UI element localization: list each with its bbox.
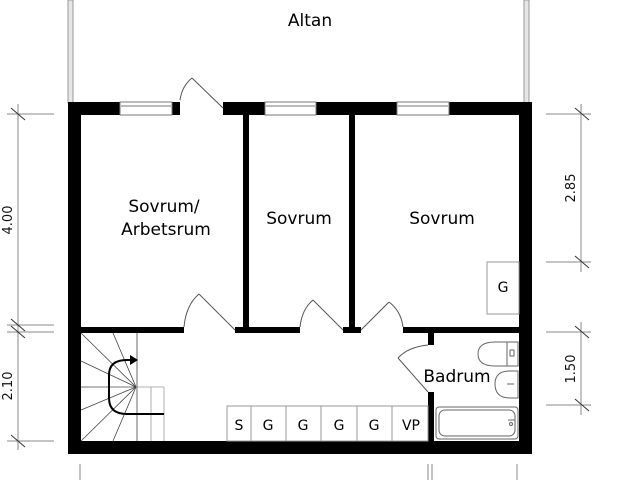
room-label-altan: Altan (288, 11, 332, 31)
dimension-label-2-10: 2.10 (1, 372, 16, 401)
closet-row: S G G G G VP (226, 405, 429, 442)
dimension-label-2-85: 2.85 (564, 174, 579, 203)
dimension-lines-right (546, 104, 591, 415)
closet-label: S (235, 418, 244, 434)
doors (179, 77, 429, 393)
room-label-sovrum-middle: Sovrum (266, 209, 332, 229)
dimension-label-1-50: 1.50 (564, 355, 579, 384)
closet-label: G (263, 418, 274, 434)
room-label-sovrum-right: Sovrum (409, 209, 475, 229)
dimension-lines-left (7, 104, 518, 480)
closet-label: G (298, 418, 309, 434)
toilet-icon (477, 341, 519, 367)
room-label-sovrum-arbetsrum: Sovrum/ (128, 197, 200, 217)
room-label-badrum: Badrum (423, 367, 490, 387)
wardrobe: G (486, 261, 520, 315)
bathtub-icon (435, 406, 519, 440)
stair-direction-arrow (108, 355, 164, 415)
wardrobe-label: G (498, 280, 509, 296)
sink-icon (494, 370, 519, 399)
dimension-label-4-00: 4.00 (1, 206, 16, 235)
bathroom-fixtures (435, 341, 519, 440)
interior-walls (81, 115, 519, 441)
closet-label: G (369, 418, 380, 434)
closet-label: VP (402, 418, 420, 434)
room-label-sovrum-arbetsrum-line2: Arbetsrum (121, 220, 211, 240)
closet-label: G (334, 418, 345, 434)
exterior-walls (68, 102, 532, 454)
staircase (80, 332, 165, 442)
windows (119, 101, 450, 116)
